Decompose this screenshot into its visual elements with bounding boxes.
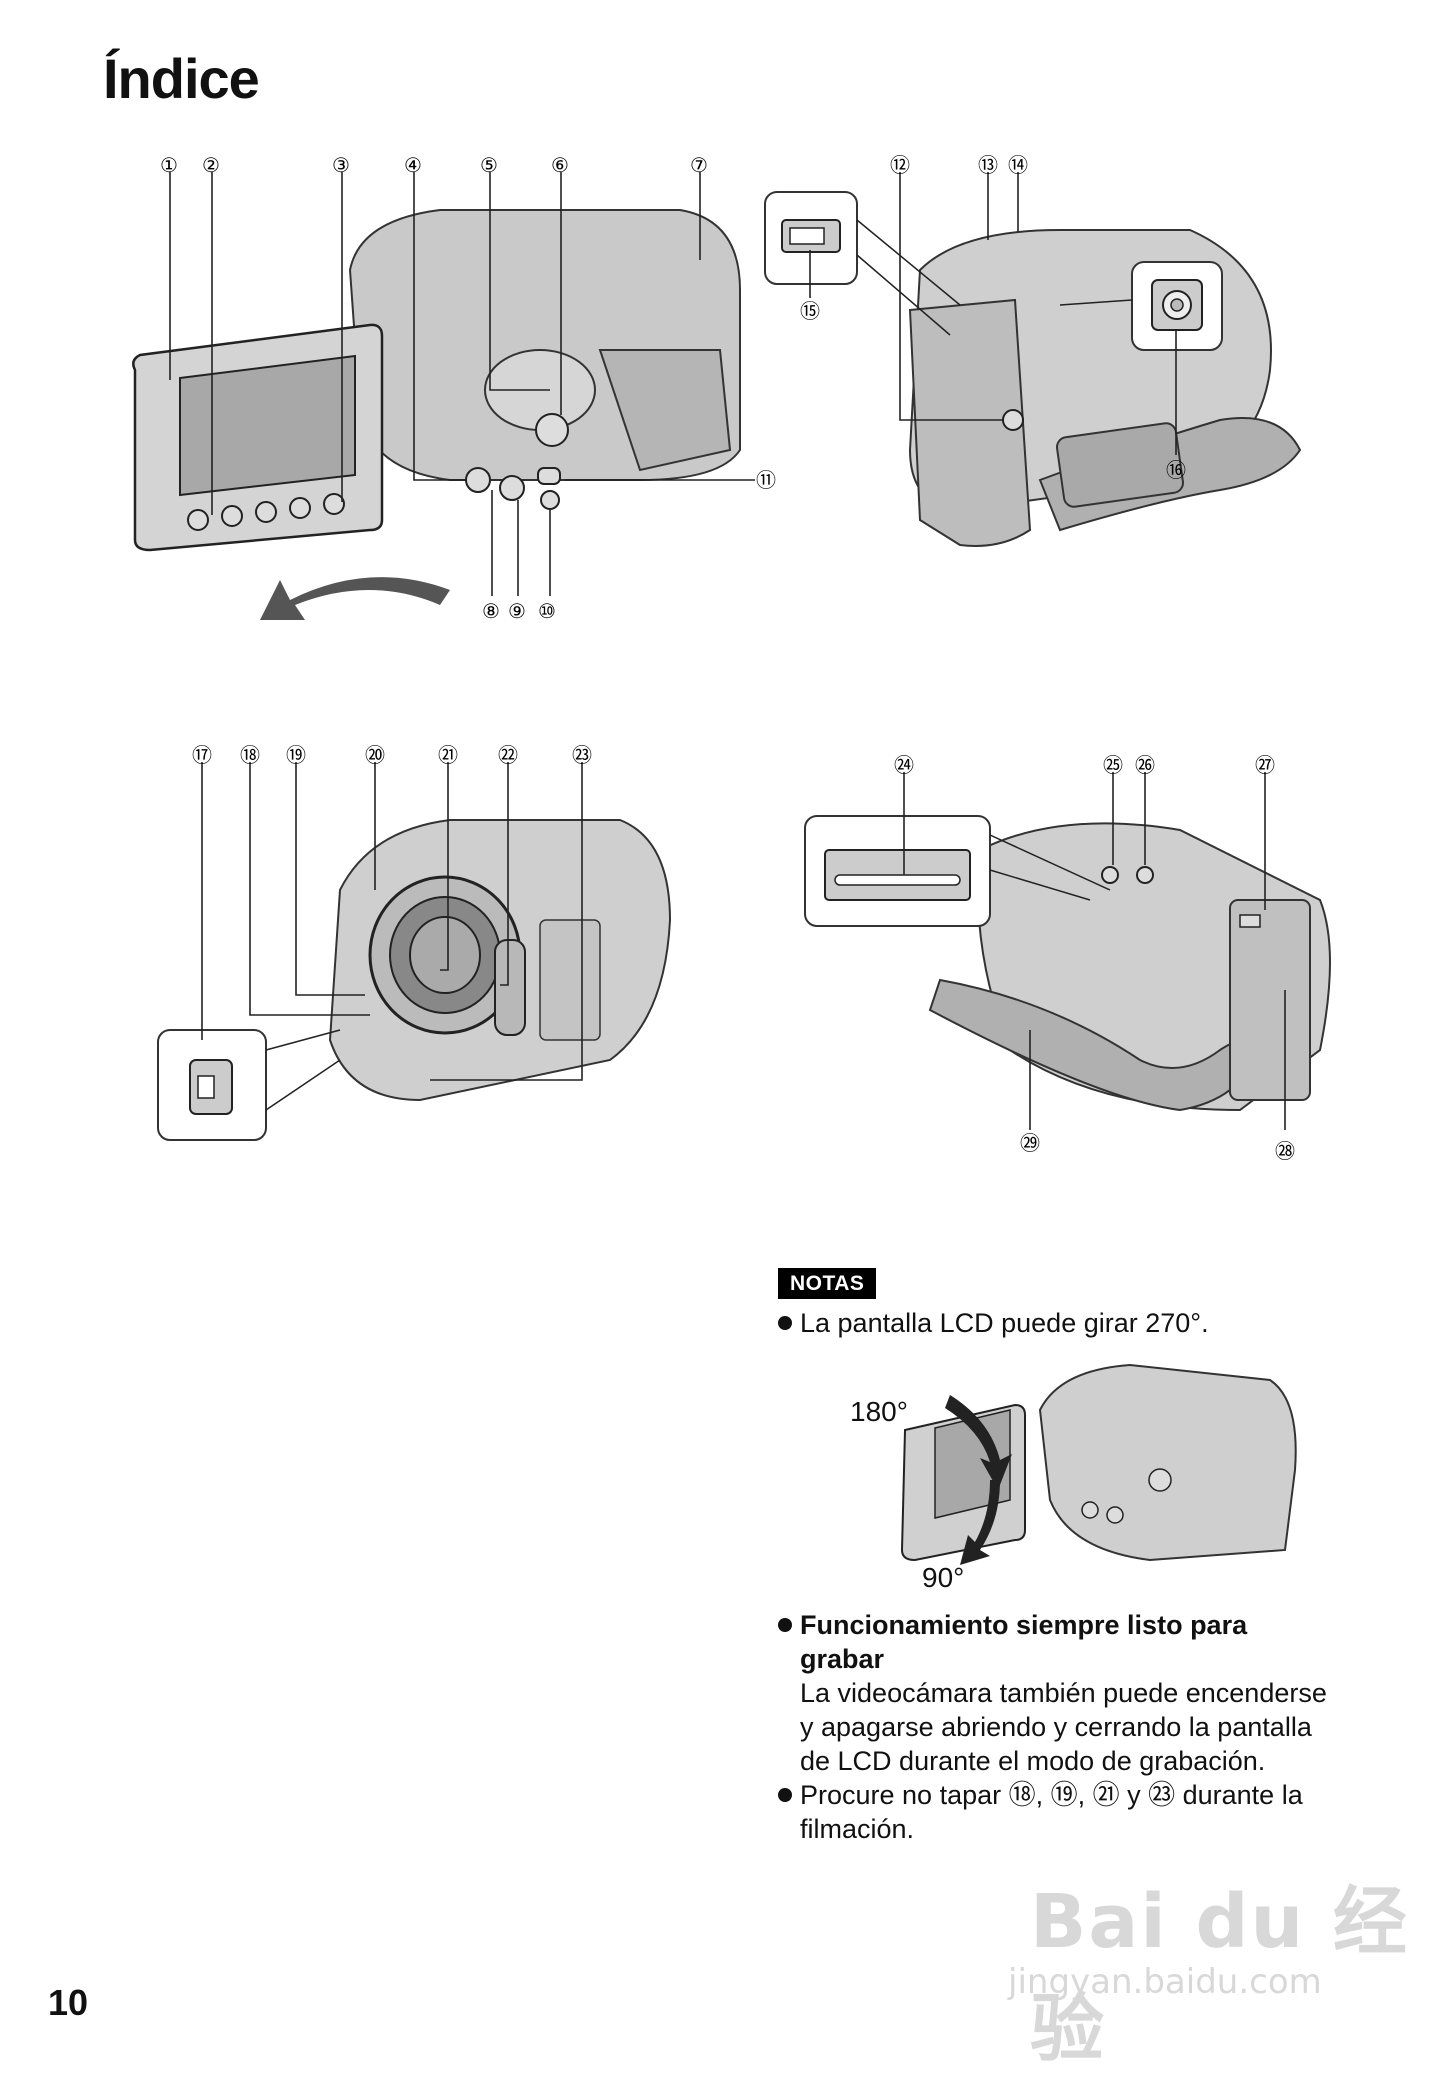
callout-1: ① <box>160 155 178 177</box>
note-item-2-body-2: y apagarse abriendo y cerrando la pantal… <box>800 1712 1312 1742</box>
callout-21: ㉑ <box>438 744 458 767</box>
callout-27: ㉗ <box>1255 754 1275 777</box>
callout-16: ⑯ <box>1166 459 1186 482</box>
callout-2: ② <box>202 155 220 177</box>
angle-180-label: 180° <box>850 1396 908 1427</box>
callout-11: ⑪ <box>756 469 776 492</box>
note-item-1-text: La pantalla LCD puede girar 270°. <box>800 1308 1209 1338</box>
note-item-2-title-2: grabar <box>800 1644 885 1674</box>
note-item-3: Procure no tapar ⑱, ⑲, ㉑ y ㉓ durante la … <box>778 1778 1303 1846</box>
page-title: Índice <box>103 47 260 110</box>
note-item-2-title-1: Funcionamiento siempre listo para <box>800 1610 1248 1640</box>
note-item-2-body-3: de LCD durante el modo de grabación. <box>800 1746 1266 1776</box>
camera-front-figure: ⑰ ⑱ ⑲ ⑳ ㉑ ㉒ ㉓ <box>150 740 710 1180</box>
callout-3: ③ <box>332 155 350 177</box>
callout-9: ⑨ <box>508 601 526 623</box>
bullet-icon <box>778 1617 792 1632</box>
callout-13: ⑬ <box>978 154 998 177</box>
angle-90-label: 90° <box>922 1562 965 1593</box>
bullet-icon <box>778 1315 792 1330</box>
callout-15: ⑮ <box>800 300 820 323</box>
callout-12: ⑫ <box>890 154 910 177</box>
camera-bottom-figure: ㉔ ㉕ ㉖ ㉗ ㉙ ㉘ <box>800 750 1360 1200</box>
callout-17: ⑰ <box>192 744 212 767</box>
callout-4: ④ <box>404 155 422 177</box>
callout-20: ⑳ <box>365 744 385 767</box>
callout-19: ⑲ <box>286 744 306 767</box>
lcd-rotation-figure <box>890 1350 1310 1590</box>
callout-26: ㉖ <box>1135 754 1155 777</box>
page-number: 10 <box>48 1982 89 2023</box>
callout-25: ㉕ <box>1103 754 1123 777</box>
note-item-1: La pantalla LCD puede girar 270°. <box>778 1306 1209 1340</box>
callout-10: ⑩ <box>538 601 556 623</box>
bullet-icon <box>778 1787 792 1802</box>
callout-24: ㉔ <box>894 754 914 777</box>
note-item-2-body-1: La videocámara también puede encenderse <box>800 1678 1327 1708</box>
callout-14: ⑭ <box>1008 154 1028 177</box>
note-item-3-line-1: Procure no tapar ⑱, ⑲, ㉑ y ㉓ durante la <box>800 1780 1303 1810</box>
baidu-watermark-url: jingyan.baidu.com <box>1008 1962 1322 2002</box>
notes-label: NOTAS <box>778 1268 877 1299</box>
callout-18: ⑱ <box>240 744 260 767</box>
camera-rear-figure: ⑫ ⑬ ⑭ ⑮ ⑯ <box>760 150 1320 630</box>
callout-8: ⑧ <box>482 601 500 623</box>
callout-28: ㉘ <box>1275 1140 1295 1163</box>
callout-5: ⑤ <box>480 155 498 177</box>
callout-7: ⑦ <box>690 155 708 177</box>
camera-left-side-figure: ① ② ③ ④ ⑤ ⑥ ⑦ ⑪ ⑧ ⑨ ⑩ <box>120 150 780 630</box>
baidu-watermark-logo: Bai du 经验 <box>1030 1879 1409 2072</box>
callout-22: ㉒ <box>498 744 518 767</box>
note-item-3-line-2: filmación. <box>800 1814 915 1844</box>
callout-23: ㉓ <box>572 744 592 767</box>
callout-29: ㉙ <box>1020 1132 1040 1155</box>
note-item-2: Funcionamiento siempre listo para grabar… <box>778 1608 1327 1778</box>
callout-6: ⑥ <box>551 155 569 177</box>
